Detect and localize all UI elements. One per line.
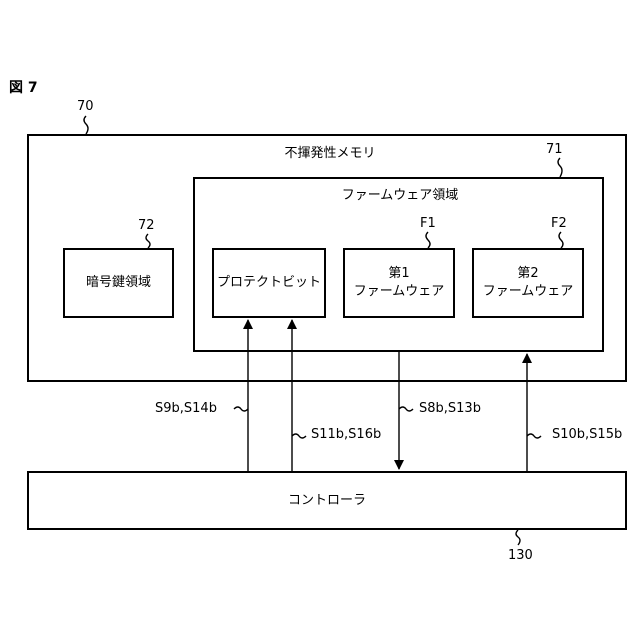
leader-ref-71 [558,158,562,177]
leader-ref-70 [84,116,88,134]
leader-ref-130 [516,530,520,545]
leader-ref-f1 [426,232,430,248]
leader-signal-4 [527,434,541,438]
leader-signal-3 [399,407,413,411]
leader-signal-2 [292,434,306,438]
leader-ref-72 [146,234,150,248]
leader-signal-1 [234,407,248,411]
leader-ref-f2 [559,232,563,248]
